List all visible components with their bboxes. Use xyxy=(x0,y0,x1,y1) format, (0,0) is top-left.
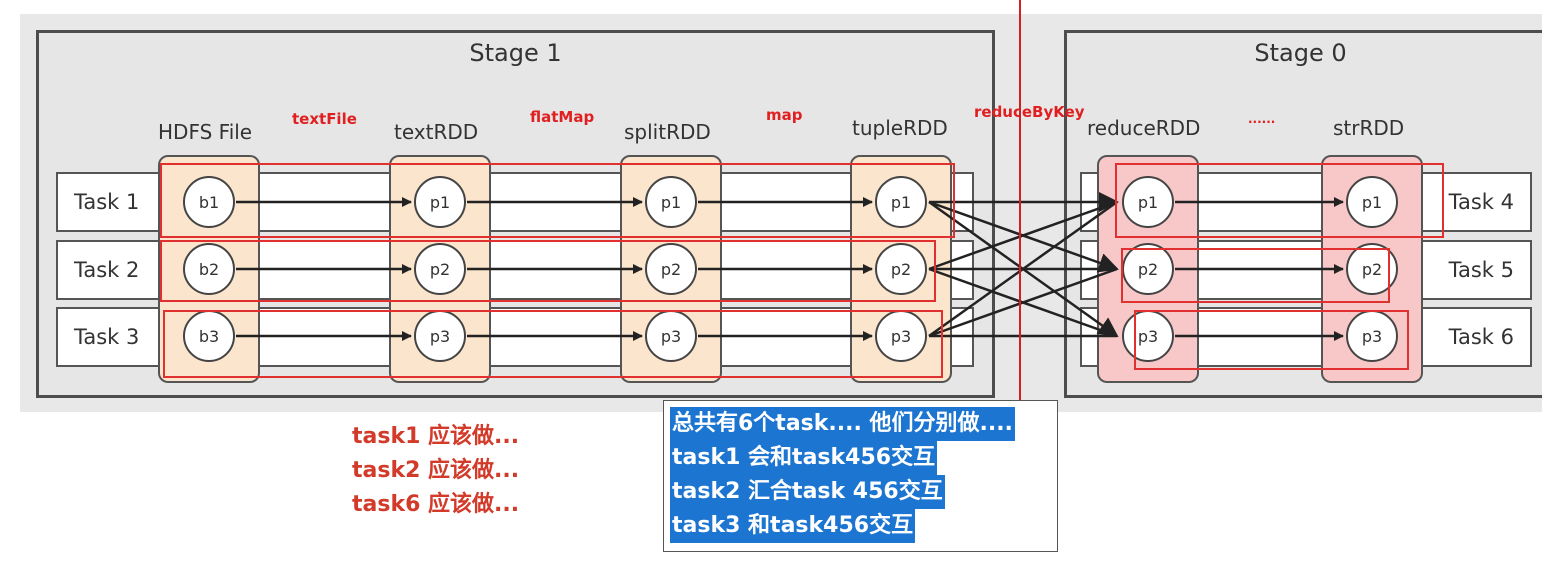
op-map: map xyxy=(766,106,803,124)
highlight-task1-row xyxy=(160,163,955,238)
node-hdfs-b1: b1 xyxy=(183,176,235,228)
stage-1-title: Stage 1 xyxy=(469,39,562,67)
node-reducerdd-p1: p1 xyxy=(1122,176,1174,228)
task-label: Task 4 xyxy=(1448,190,1514,214)
op-reducebykey: reduceByKey xyxy=(974,103,1085,121)
highlight-task4-row xyxy=(1115,163,1444,238)
rdd-label-textrdd: textRDD xyxy=(394,120,479,144)
annotation-text-box[interactable]: 总共有6个task.... 他们分别做.... task1 会和task456交… xyxy=(663,400,1058,552)
task-label: Task 3 xyxy=(74,325,140,349)
highlight-task6-row xyxy=(1134,310,1409,370)
highlight-task3-row xyxy=(163,310,943,378)
note-line: task2 应该做... xyxy=(352,458,520,483)
task-label: Task 6 xyxy=(1448,325,1514,349)
task-notes: task1 应该做... task2 应该做... task6 应该做... xyxy=(352,420,519,522)
shuffle-3-1 xyxy=(928,200,1118,338)
node-textrdd-p2: p2 xyxy=(414,243,466,295)
selected-text-line: task2 汇合task 456交互 xyxy=(670,475,945,509)
op-ellipsis: ...... xyxy=(1248,112,1276,126)
node-textrdd-p1: p1 xyxy=(414,176,466,228)
task-label: Task 2 xyxy=(74,258,140,282)
highlight-task2-row xyxy=(160,240,936,302)
op-textfile: textFile xyxy=(292,110,357,128)
node-tuplerdd-p3: p3 xyxy=(875,310,927,362)
note-line: task1 应该做... xyxy=(352,424,520,449)
node-splitrdd-p2: p2 xyxy=(645,243,697,295)
node-reducerdd-p2: p2 xyxy=(1122,243,1174,295)
op-flatmap: flatMap xyxy=(530,108,595,126)
node-textrdd-p3: p3 xyxy=(414,310,466,362)
highlight-task5-row xyxy=(1121,248,1390,303)
rdd-label-splitrdd: splitRDD xyxy=(624,120,711,144)
node-strrdd-p1: p1 xyxy=(1346,176,1398,228)
rdd-label-hdfs-file: HDFS File xyxy=(158,120,253,144)
selected-text-line: 总共有6个task.... 他们分别做.... xyxy=(670,407,1015,441)
rdd-label-strrdd: strRDD xyxy=(1333,116,1405,140)
shuffle-2-1 xyxy=(928,200,1118,271)
rdd-label-reducerdd: reduceRDD xyxy=(1087,116,1201,140)
node-tuplerdd-p2: p2 xyxy=(875,243,927,295)
node-tuplerdd-p1: p1 xyxy=(875,176,927,228)
selected-text-line: task1 会和task456交互 xyxy=(670,441,938,475)
selected-text-line: task3 和task456交互 xyxy=(670,509,916,543)
annotation-vertical-line xyxy=(1019,0,1021,402)
node-reducerdd-p3: p3 xyxy=(1122,310,1174,362)
task-label: Task 1 xyxy=(74,190,140,214)
note-line: task6 应该做... xyxy=(352,492,520,517)
node-splitrdd-p1: p1 xyxy=(645,176,697,228)
node-hdfs-b3: b3 xyxy=(183,310,235,362)
node-hdfs-b2: b2 xyxy=(183,243,235,295)
stage-0-title: Stage 0 xyxy=(1254,39,1347,67)
shuffle-3-2 xyxy=(928,267,1118,338)
rdd-label-tuplerdd: tupleRDD xyxy=(852,116,948,140)
node-strrdd-p3: p3 xyxy=(1346,310,1398,362)
task-label: Task 5 xyxy=(1448,258,1514,282)
